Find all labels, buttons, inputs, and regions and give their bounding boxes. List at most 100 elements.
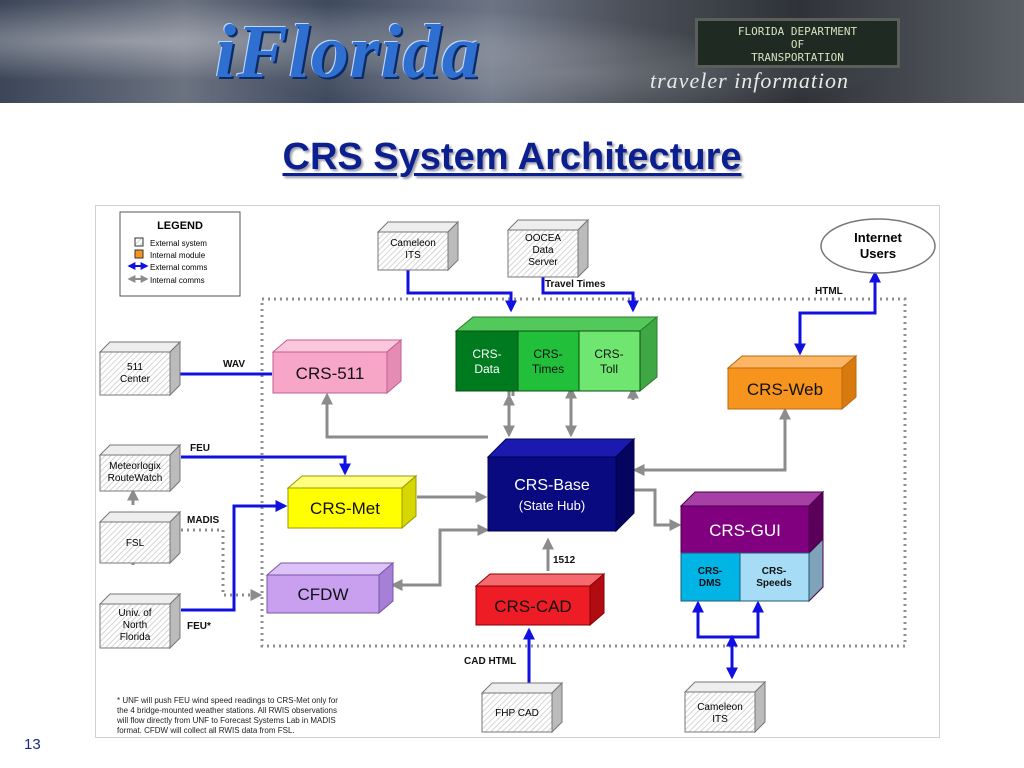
link-meteorlogix-to-met <box>181 455 351 476</box>
unf-line-3: Florida <box>120 632 151 643</box>
footnote: * UNF will push FEU wind speed readings … <box>116 696 338 735</box>
label-cad-html: CAD HTML <box>464 656 516 667</box>
label-feu-star: FEU* <box>187 621 211 632</box>
fdot-sign-line-3: TRANSPORTATION <box>751 51 844 64</box>
architecture-diagram-svg: LEGEND External system Internal module E… <box>95 205 940 738</box>
label-html: HTML <box>815 286 843 297</box>
crs-web-label: CRS-Web <box>747 380 823 399</box>
label-feu: FEU <box>190 443 210 454</box>
crs-speeds-line-1: CRS- <box>762 566 786 577</box>
external-comms-links <box>162 270 881 683</box>
module-cfdw: CFDW <box>265 561 395 615</box>
crs-toll-line-2: Toll <box>600 362 618 376</box>
cfdw-label: CFDW <box>298 585 349 604</box>
module-data-times-toll: CRS- Data CRS- Times CRS- Toll <box>454 315 659 393</box>
crs-511-label: CRS-511 <box>296 364 365 383</box>
oocea-line-1: OOCEA <box>525 233 561 244</box>
legend-internal-module-label: Internal module <box>150 251 206 260</box>
oocea-line-3: Server <box>528 257 558 268</box>
crs-dms-box <box>680 552 741 602</box>
legend-external-system-swatch <box>134 237 144 247</box>
fdot-sign-line-1: FLORIDA DEPARTMENT <box>737 25 858 38</box>
511-center-line-2: Center <box>120 374 151 385</box>
crs-speeds-line-2: Speeds <box>756 578 792 589</box>
crs-data-line-1: CRS- <box>472 347 501 361</box>
label-1512: 1512 <box>553 555 576 566</box>
internet-users-line-2: Users <box>860 246 896 261</box>
label-wav: WAV <box>223 359 245 370</box>
legend-external-system-label: External system <box>150 239 207 248</box>
footnote-line-1: * UNF will push FEU wind speed readings … <box>117 696 338 705</box>
crs-met-label: CRS-Met <box>310 499 380 518</box>
link-cfdw-to-base <box>390 524 490 591</box>
legend-internal-module-swatch <box>134 249 144 259</box>
external-unf: Univ. of North Florida <box>98 592 182 650</box>
crs-dms-line-2: DMS <box>699 578 722 589</box>
crs-base-line-2: (State Hub) <box>519 498 585 513</box>
slide-title: CRS System Architecture <box>282 136 742 178</box>
link-internet-to-crs-web <box>794 270 881 356</box>
iflorida-logo: iFlorida <box>215 10 481 94</box>
cameleon-top-line-1: Cameleon <box>390 238 436 249</box>
external-511-center: 511 Center <box>98 340 182 397</box>
external-oocea-data-server: OOCEA Data Server <box>506 218 590 279</box>
external-internet-users: Internet Users <box>820 218 936 274</box>
cameleon-bottom-line-1: Cameleon <box>697 702 743 713</box>
511-center-line-1: 511 <box>127 362 143 373</box>
link-cameleon-to-crs-data <box>406 270 517 313</box>
crs-dms-line-1: CRS- <box>698 566 722 577</box>
external-meteorlogix: Meteorlogix RouteWatch <box>98 443 182 493</box>
fdot-sign-line-2: OF <box>790 38 805 51</box>
banner-tagline: traveler information <box>650 68 850 93</box>
page-number: 13 <box>24 736 41 753</box>
external-cameleon-top: Cameleon ITS <box>376 220 460 272</box>
external-fhp-cad: FHP CAD <box>480 681 564 734</box>
crs-times-box <box>517 330 580 392</box>
footnote-line-3: will flow directly from UNF to Forecast … <box>116 716 336 725</box>
legend-external-comms-label: External comms <box>150 263 207 272</box>
legend-heading: LEGEND <box>157 220 203 232</box>
architecture-diagram: LEGEND External system Internal module E… <box>95 205 940 738</box>
fdot-sign: FLORIDA DEPARTMENT OF TRANSPORTATION <box>695 18 900 68</box>
crs-data-line-2: Data <box>474 362 500 376</box>
module-crs-met: CRS-Met <box>286 474 418 530</box>
label-madis: MADIS <box>187 515 220 526</box>
link-base-to-crs-web <box>632 407 791 476</box>
crs-data-box <box>455 330 519 392</box>
fsl-label: FSL <box>126 538 145 549</box>
external-fsl: FSL <box>98 510 182 565</box>
label-travel-times: Travel Times <box>545 279 606 290</box>
cameleon-top-line-2: ITS <box>405 250 421 261</box>
module-crs-web: CRS-Web <box>726 354 858 411</box>
internet-users-line-1: Internet <box>854 230 902 245</box>
crs-cad-label: CRS-CAD <box>494 597 571 616</box>
footnote-line-2: the 4 bridge-mounted weather stations. A… <box>117 706 337 715</box>
crs-toll-line-1: CRS- <box>594 347 623 361</box>
link-base-to-crs511 <box>321 392 488 439</box>
module-crs-511: CRS-511 <box>271 338 403 395</box>
meteorlogix-line-2: RouteWatch <box>108 473 163 484</box>
module-crs-cad: CRS-CAD <box>474 572 606 627</box>
crs-times-line-1: CRS- <box>533 347 562 361</box>
meteorlogix-line-1: Meteorlogix <box>109 461 161 472</box>
fhp-cad-label: FHP CAD <box>495 708 539 719</box>
legend: LEGEND External system Internal module E… <box>119 211 241 297</box>
legend-internal-comms-label: Internal comms <box>150 276 205 285</box>
footnote-line-4: format. CFDW will collect all RWIS data … <box>117 726 295 735</box>
crs-speeds-box <box>739 552 810 602</box>
unf-line-2: North <box>123 620 147 631</box>
crs-times-line-2: Times <box>532 362 564 376</box>
crs-base-line-1: CRS-Base <box>514 477 590 494</box>
crs-toll-box <box>578 330 641 392</box>
link-unf-to-met <box>181 500 288 612</box>
cameleon-bottom-line-2: ITS <box>712 714 728 725</box>
module-crs-gui: CRS-GUI CRS- DMS CRS- Speeds <box>679 490 825 603</box>
crs-system-boundary <box>260 297 907 648</box>
unf-line-1: Univ. of <box>118 608 151 619</box>
crs-gui-label: CRS-GUI <box>709 521 781 540</box>
oocea-line-2: Data <box>532 245 554 256</box>
external-cameleon-bottom: Cameleon ITS <box>683 680 767 734</box>
module-crs-base: CRS-Base (State Hub) <box>486 437 636 533</box>
link-oocea-to-crs-toll <box>541 277 639 313</box>
header-banner: iFlorida FLORIDA DEPARTMENT OF TRANSPORT… <box>0 0 1024 103</box>
